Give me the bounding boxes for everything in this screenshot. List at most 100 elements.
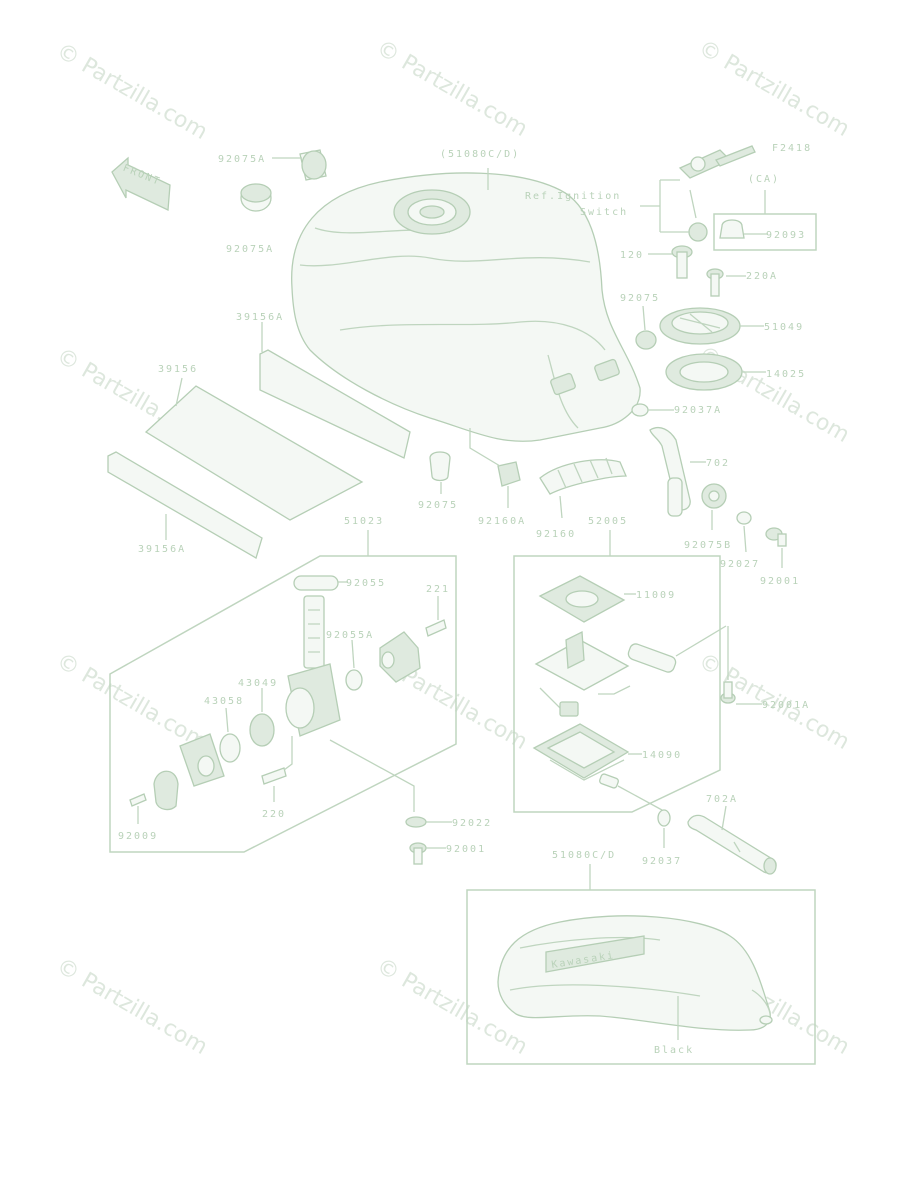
gasket-11009 [538,575,626,623]
fuel-tank [291,172,641,442]
callout-51049: 51049 [764,322,804,333]
cushion-92075-mid [635,330,657,350]
callout-92075-mid: 92075 [620,293,660,304]
washer-92022 [405,816,427,828]
bolt-120 [671,245,693,279]
leader-line [175,377,183,407]
callout-43049: 43049 [238,678,278,689]
callout-ca: (CA) [748,174,780,185]
leader-line [617,785,663,811]
watermark: © Partzilla.com [372,36,532,143]
callout-92001-bottom: 92001 [446,844,486,855]
callout-51023: 51023 [344,516,384,527]
callout-black: Black [654,1045,694,1056]
fuel-pump-group-box [513,555,721,813]
watermark: © Partzilla.com [52,649,212,756]
leader-line [721,805,727,831]
hose-702 [649,426,691,517]
callout-92055a: 92055A [326,630,374,641]
leader-bracket [640,179,690,233]
callout-92055: 92055 [346,578,386,589]
leader-line [469,428,509,508]
lever-knob [153,770,179,811]
callout-51080cd-bottom: 51080C/D [552,850,616,861]
bolt-92001-right [765,527,787,547]
callout-221: 221 [426,584,450,595]
callout-ref-ignition-1: Ref.Ignition [525,191,621,202]
callout-51080cd-top: (51080C/D) [440,149,520,160]
bolt-92001a [720,681,736,704]
leader-line [727,626,762,705]
cushion-92075-low [429,451,451,482]
cover-plate [179,733,225,787]
callout-39156a-top: 39156A [236,312,284,323]
callout-220a: 220A [746,271,778,282]
callout-92160a: 92160A [478,516,526,527]
strip-39156a-top [259,349,411,459]
callout-120: 120 [620,250,644,261]
screw-220a [706,268,724,297]
callout-92075b: 92075B [684,540,732,551]
screw-220 [261,767,287,785]
leader-line [743,525,747,553]
callout-220: 220 [262,809,286,820]
leader-line [559,495,563,519]
clip-92037a [631,403,649,417]
fuel-cock-body [285,595,341,737]
callout-92001a: 92001A [762,700,810,711]
callout-14025: 14025 [766,369,806,380]
tank-color-group-box [466,889,816,1065]
painted-fuel-tank: Kawasaki [497,915,773,1031]
clip-92037 [657,809,671,827]
callout-92075a-left: 92075A [226,244,274,255]
front-arrow-icon: FRONT [111,156,171,211]
callout-92093: 92093 [766,230,806,241]
callout-14090: 14090 [642,750,682,761]
callout-39156: 39156 [158,364,198,375]
figure-code: F2418 [772,143,812,154]
callout-92037: 92037 [642,856,682,867]
o-ring-92055a [345,669,363,691]
pump-top-plate [534,630,677,717]
grommet-92075b [701,483,727,509]
callout-92075a-top: 92075A [218,154,266,165]
cushion-92075a-top [299,149,327,181]
callout-92022: 92022 [452,818,492,829]
watermark: © Partzilla.com [694,36,854,143]
fuel-cock-group-box [109,555,457,853]
callout-ref-ignition-2: Switch [580,207,628,218]
gasket-14025 [665,353,743,391]
leader-line [642,305,646,331]
hose-702a [687,814,777,875]
cushion-92075a-left [240,183,272,212]
bolt-92001-bottom [409,842,427,865]
o-ring-92055 [293,575,339,591]
pad-39156 [144,385,364,521]
callout-92027: 92027 [720,559,760,570]
callout-92075-low: 92075 [418,500,458,511]
screw-221 [425,619,447,637]
o-ring-43058 [219,733,241,763]
filter-14090 [532,723,630,789]
watermark: © Partzilla.com [52,39,212,146]
leader-line [225,707,229,733]
collar-92027 [736,511,752,525]
damper-92160 [539,457,627,495]
callout-92160: 92160 [536,529,576,540]
strip-39156a-bottom [107,451,263,559]
callout-92001-right: 92001 [760,576,800,587]
callout-52005: 52005 [588,516,628,527]
leader-line [273,736,293,802]
leader-line [329,739,415,812]
watermark: © Partzilla.com [52,954,212,1061]
screw-92009 [129,793,147,807]
callout-92037a: 92037A [674,405,722,416]
cap-92093 [719,219,745,239]
callout-43058: 43058 [204,696,244,707]
callout-92009: 92009 [118,831,158,842]
ca-group-box [713,213,817,251]
callout-11009: 11009 [636,590,676,601]
plate-92055a [379,631,421,683]
ignition-key-icon [678,145,756,242]
